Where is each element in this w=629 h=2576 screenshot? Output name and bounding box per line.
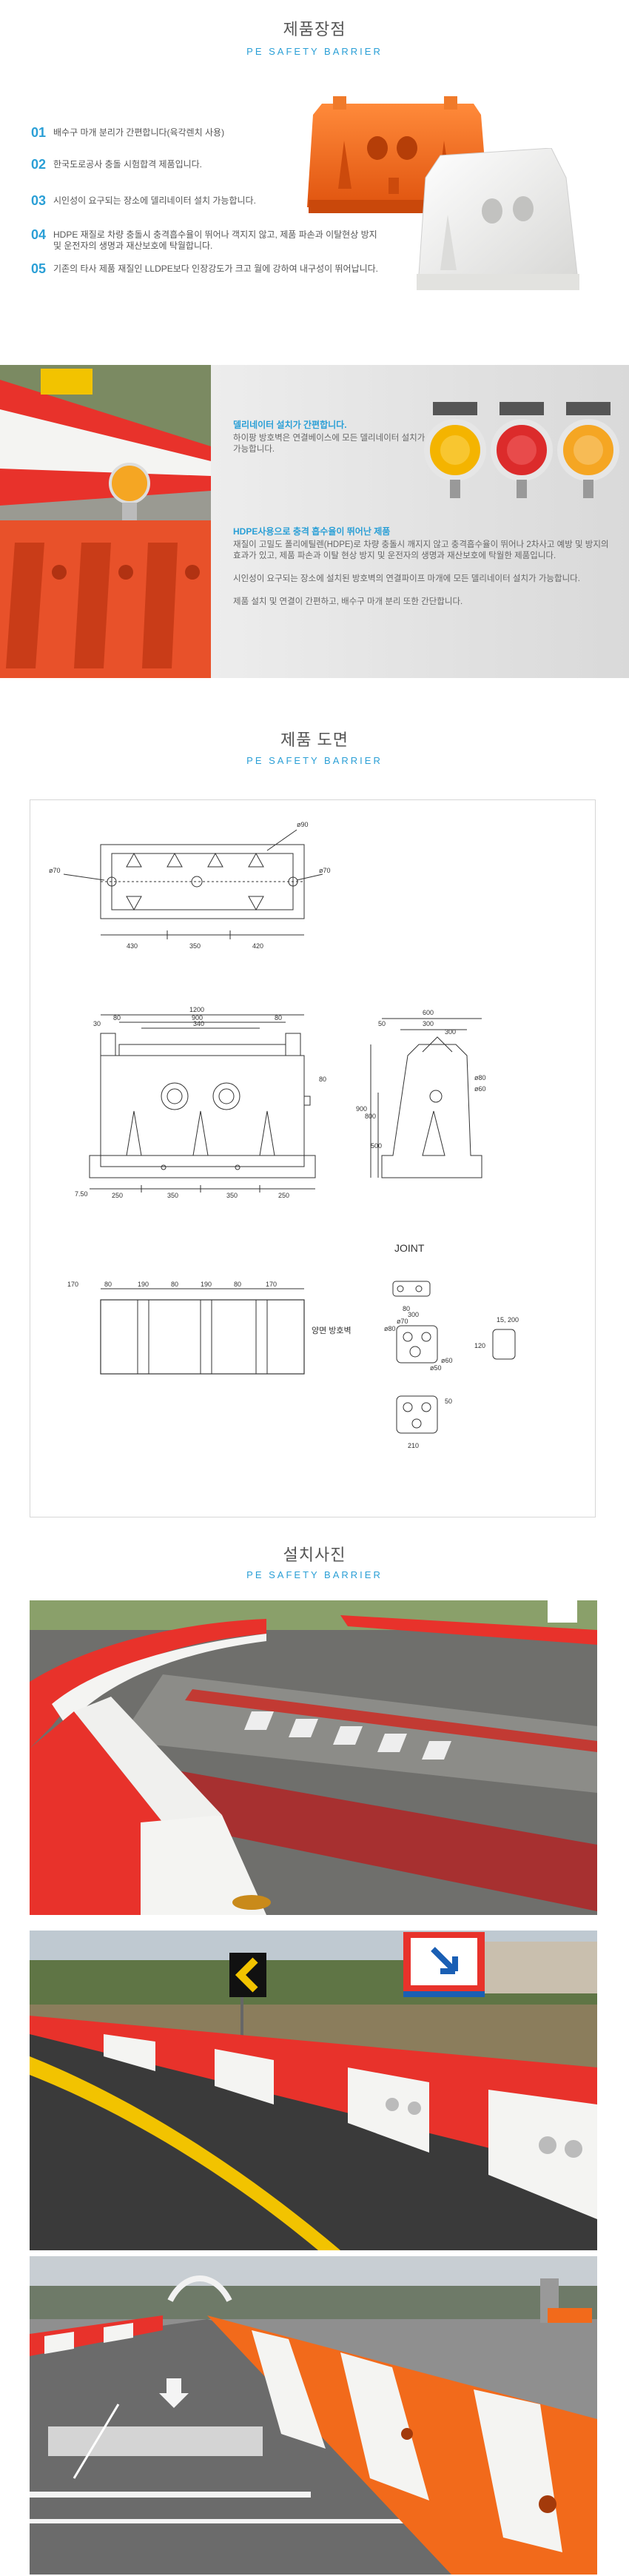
svg-text:190: 190 [201, 1281, 212, 1288]
band-photo [0, 365, 211, 678]
svg-text:170: 170 [67, 1281, 78, 1288]
svg-text:7.50: 7.50 [75, 1190, 88, 1198]
feature-text: 시인성이 요구되는 장소에 델리네이터 설치 가능합니다. [53, 195, 256, 206]
white-barrier-image [417, 148, 579, 290]
install-photo-bridge-graphic [30, 2256, 597, 2575]
section-title-install: 설치사진 [283, 1546, 346, 1564]
svg-text:340: 340 [193, 1020, 204, 1027]
svg-text:80: 80 [113, 1014, 121, 1022]
svg-text:30: 30 [93, 1020, 101, 1027]
section-subtitle-drawing: PE SAFETY BARRIER [246, 755, 383, 766]
feature-text: HDPE 재질로 차량 충돌시 충격흡수율이 뛰어나 객지지 않고, 제품 파손… [53, 229, 377, 251]
feature-item: 04 HDPE 재질로 차량 충돌시 충격흡수율이 뛰어나 객지지 않고, 제품… [31, 228, 379, 252]
install-photo-curve-graphic [30, 1600, 597, 1915]
install-photo-road-graphic [30, 1931, 597, 2250]
install-photo-road [30, 1931, 597, 2250]
svg-text:80: 80 [319, 1076, 326, 1083]
band-text-delineator: 하이팡 방호벽은 연결베이스에 모든 델리네이터 설치가 가능합니다. [233, 434, 426, 454]
svg-text:1200: 1200 [189, 1006, 204, 1013]
technical-drawing-svg: ø90 ø70 ø70 430 350 420 1200 900 340 30 … [49, 821, 519, 1449]
svg-text:80: 80 [171, 1281, 178, 1288]
band-text-install: 제품 설치 및 연결이 간편하고, 배수구 마개 분리 또한 간단합니다. [233, 597, 463, 606]
svg-text:ø60: ø60 [441, 1357, 453, 1364]
feature-text: 한국도로공사 충돌 시험합격 제품입니다. [53, 159, 203, 170]
feature-number: 02 [31, 157, 47, 172]
feature-number: 03 [31, 193, 47, 208]
svg-text:350: 350 [226, 1192, 238, 1199]
svg-text:ø70: ø70 [319, 867, 331, 874]
svg-text:ø70: ø70 [49, 867, 61, 874]
svg-text:80: 80 [275, 1014, 282, 1022]
side-label: 양면 방호벽 [312, 1326, 352, 1335]
install-photo-curve [30, 1600, 597, 1915]
band-heading-delineator: 델리네이터 설치가 간편합니다. [233, 420, 347, 430]
svg-text:600: 600 [423, 1009, 434, 1016]
feature-number: 01 [31, 125, 47, 140]
svg-text:ø80: ø80 [474, 1074, 486, 1081]
technical-drawing: ø90 ø70 ø70 430 350 420 1200 900 340 30 … [30, 799, 596, 1517]
feature-number: 05 [31, 261, 47, 276]
svg-text:300: 300 [423, 1020, 434, 1027]
section-title-drawing: 제품 도면 [280, 731, 349, 749]
feature-text: 기존의 타사 제품 재질인 LLDPE보다 인장강도가 크고 월에 강하여 내구… [53, 264, 379, 274]
svg-text:50: 50 [378, 1020, 386, 1027]
section-title-features: 제품장점 [283, 20, 346, 38]
band-photo-graphic [0, 365, 211, 678]
svg-text:900: 900 [192, 1014, 203, 1022]
feature-item: 05 기존의 타사 제품 재질인 LLDPE보다 인장강도가 크고 월에 강하여… [31, 262, 379, 275]
svg-text:800: 800 [365, 1113, 376, 1120]
svg-text:300: 300 [445, 1028, 456, 1036]
svg-text:80: 80 [234, 1281, 241, 1288]
svg-text:120: 120 [474, 1342, 485, 1349]
band-text-hdpe: 재질이 고밀도 폴리에틸렌(HDPE)로 차량 충돌시 깨지지 않고 충격흡수율… [233, 540, 609, 560]
svg-text:350: 350 [167, 1192, 178, 1199]
svg-text:ø80: ø80 [384, 1325, 396, 1332]
band-text-visibility: 시인성이 요구되는 장소에 설치된 방호벽의 연결파이프 마개에 모든 델리네이… [233, 574, 580, 583]
feature-band: 델리네이터 설치가 간편합니다. 하이팡 방호벽은 연결베이스에 모든 델리네이… [0, 365, 629, 678]
band-text-panel: 델리네이터 설치가 간편합니다. 하이팡 방호벽은 연결베이스에 모든 델리네이… [211, 365, 629, 678]
svg-text:ø90: ø90 [297, 821, 309, 828]
svg-text:350: 350 [189, 942, 201, 950]
svg-text:80: 80 [104, 1281, 112, 1288]
section-subtitle-install: PE SAFETY BARRIER [246, 1569, 383, 1580]
feature-number: 04 [31, 227, 47, 242]
svg-text:250: 250 [112, 1192, 123, 1199]
band-heading-hdpe: HDPE사용으로 충격 흡수율이 뛰어난 제품 [233, 526, 391, 537]
svg-text:80: 80 [403, 1305, 410, 1312]
svg-text:ø60: ø60 [474, 1085, 486, 1093]
feature-item: 03 시인성이 요구되는 장소에 델리네이터 설치 가능합니다. [31, 194, 379, 207]
section-subtitle-features: PE SAFETY BARRIER [246, 46, 383, 57]
svg-text:250: 250 [278, 1192, 289, 1199]
feature-text: 배수구 마개 분리가 간편합니다(육각렌치 사용) [53, 127, 225, 138]
feature-item: 02 한국도로공사 충돌 시험합격 제품입니다. [31, 158, 379, 171]
svg-text:500: 500 [371, 1142, 382, 1150]
warning-lights-image [424, 402, 619, 498]
svg-text:15, 200: 15, 200 [497, 1316, 519, 1324]
install-photo-bridge [30, 2256, 597, 2575]
svg-text:430: 430 [127, 942, 138, 950]
svg-text:ø70: ø70 [397, 1318, 408, 1325]
svg-text:210: 210 [408, 1442, 419, 1449]
svg-text:50: 50 [445, 1398, 452, 1405]
svg-text:900: 900 [356, 1105, 367, 1113]
feature-item: 01 배수구 마개 분리가 간편합니다(육각렌치 사용) [31, 126, 379, 139]
svg-text:170: 170 [266, 1281, 277, 1288]
joint-label: JOINT [394, 1242, 425, 1254]
svg-text:ø50: ø50 [430, 1364, 442, 1372]
svg-text:300: 300 [408, 1311, 419, 1318]
svg-text:420: 420 [252, 942, 263, 950]
svg-text:190: 190 [138, 1281, 149, 1288]
